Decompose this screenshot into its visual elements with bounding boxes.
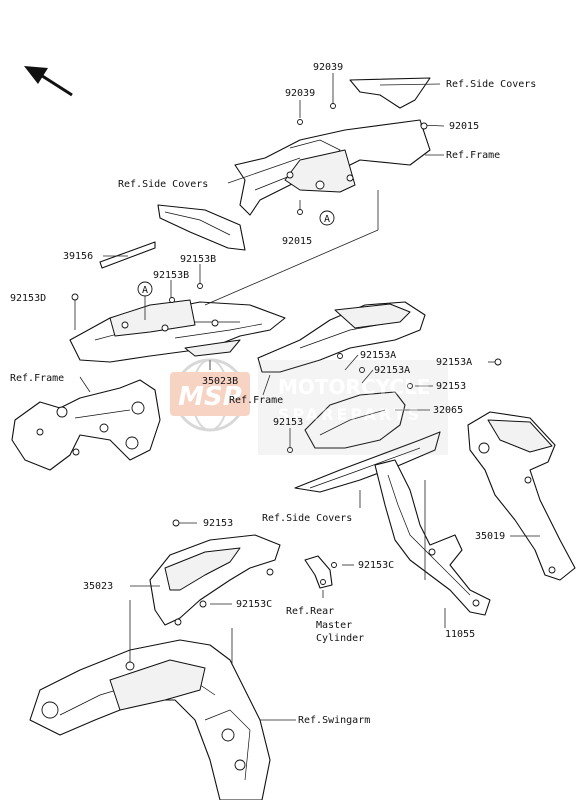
label-92015-b: 92015 — [282, 236, 312, 247]
label-92015-a: 92015 — [449, 121, 479, 132]
label-ref-frame-left: Ref.Frame — [10, 373, 64, 384]
label-92153b-a: 92153B — [180, 254, 216, 265]
fender-plate-assembly — [69, 299, 286, 363]
label-cylinder: Cylinder — [316, 633, 364, 644]
label-ref-rear: Ref.Rear — [286, 606, 334, 617]
direction-arrow-icon — [24, 66, 73, 97]
label-92039-b: 92039 — [285, 88, 315, 99]
pad-39156 — [99, 241, 156, 269]
svg-text:MOTORCYCLE: MOTORCYCLE — [278, 375, 430, 399]
label-ref-side-covers-bottom: Ref.Side Covers — [262, 513, 352, 524]
label-92153a-b: 92153A — [374, 365, 410, 376]
marker-a-top: A — [319, 210, 335, 226]
label-ref-side-covers-left: Ref.Side Covers — [118, 179, 208, 190]
label-ref-swingarm: Ref.Swingarm — [298, 715, 370, 726]
label-32065: 32065 — [433, 405, 463, 416]
label-92153a-c: 92153A — [436, 357, 472, 368]
bracket-11055 — [374, 459, 491, 616]
label-92153-c: 92153 — [203, 518, 233, 529]
frame-left — [11, 379, 161, 471]
svg-text:MSP: MSP — [178, 382, 242, 412]
label-master: Master — [316, 620, 352, 631]
fender-35023 — [149, 534, 281, 626]
rear-subframe — [234, 77, 431, 216]
marker-a-left: A — [137, 281, 153, 297]
label-92153c-a: 92153C — [358, 560, 394, 571]
tail-fender-assembly — [257, 301, 441, 493]
label-92153c-b: 92153C — [236, 599, 272, 610]
label-92153-a: 92153 — [436, 381, 466, 392]
leader-lines — [74, 73, 540, 721]
label-ref-side-covers-top: Ref.Side Covers — [446, 79, 536, 90]
label-39156: 39156 — [63, 251, 93, 262]
svg-text:SPAREPARTS: SPAREPARTS — [278, 405, 422, 424]
master-cylinder-bracket — [304, 555, 333, 589]
rear-flap-35019 — [467, 411, 576, 581]
watermark: MSP MOTORCYCLE SPAREPARTS — [170, 358, 448, 455]
side-cover-left — [157, 204, 246, 251]
part-labels: 92039 92039 Ref.Side Covers 92015 Ref.Fr… — [10, 62, 536, 726]
watermark-logo-box — [170, 372, 250, 416]
label-35023: 35023 — [83, 581, 113, 592]
label-ref-frame-mid: Ref.Frame — [229, 395, 283, 406]
label-92039-a: 92039 — [313, 62, 343, 73]
label-92153d: 92153D — [10, 293, 46, 304]
svg-text:A: A — [324, 214, 330, 225]
label-92153-b: 92153 — [273, 417, 303, 428]
svg-text:A: A — [142, 285, 148, 296]
label-ref-frame-right: Ref.Frame — [446, 150, 500, 161]
label-92153b-b: 92153B — [153, 270, 189, 281]
label-35019: 35019 — [475, 531, 505, 542]
label-92153a-a: 92153A — [360, 350, 396, 361]
label-11055: 11055 — [445, 629, 475, 640]
swingarm — [29, 639, 271, 800]
label-35023b: 35023B — [202, 376, 238, 387]
fastener-icons — [71, 103, 502, 671]
